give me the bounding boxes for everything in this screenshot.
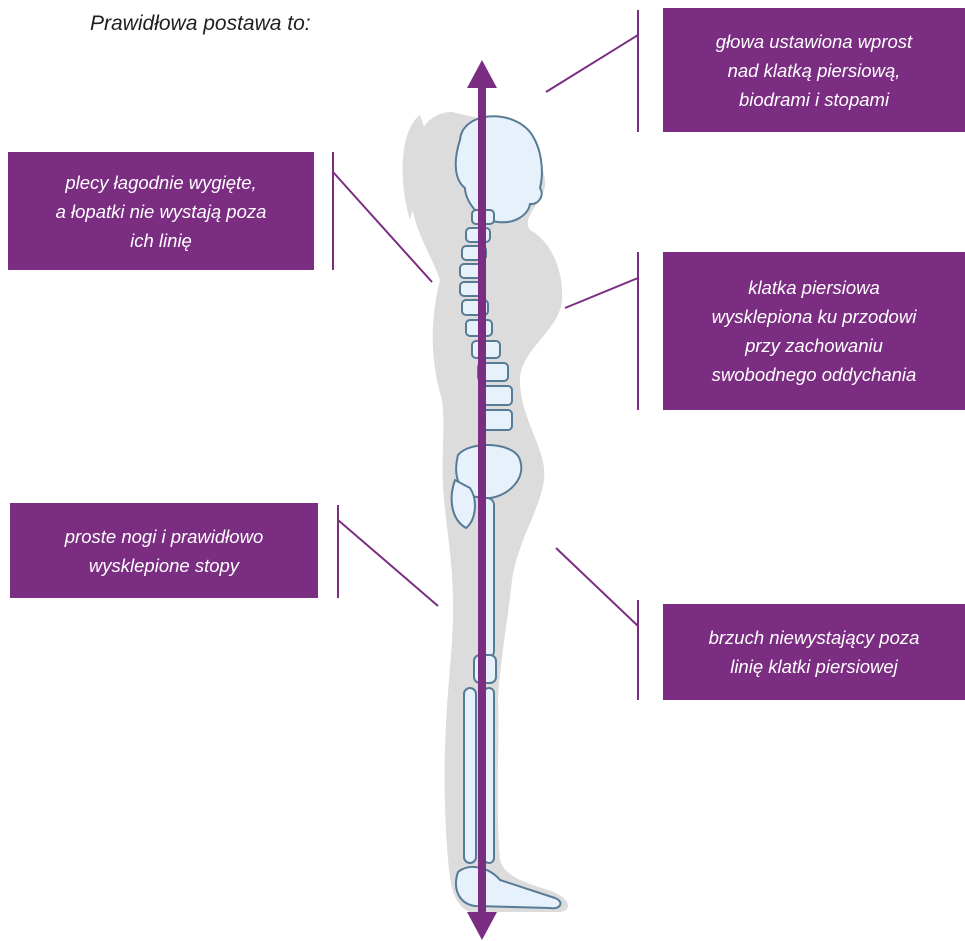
label-head-line: nad klatką piersiową, [671,56,957,85]
label-back-line: plecy łagodnie wygięte, [16,168,306,197]
leader-line-chest [565,278,638,308]
spine-segment [482,386,512,405]
label-chest: klatka piersiowa wysklepiona ku przodowi… [663,252,965,410]
label-belly-line: brzuch niewystający poza [671,623,957,652]
label-legs-line: proste nogi i prawidłowo [18,522,310,551]
label-belly-line: linię klatki piersiowej [671,652,957,681]
label-chest-line: wysklepiona ku przodowi [671,302,957,331]
label-chest-line: swobodnego oddychania [671,360,957,389]
label-chest-line: klatka piersiowa [671,273,957,302]
label-head-line: głowa ustawiona wprost [671,27,957,56]
leader-line-legs [338,520,438,606]
leader-line-head [546,35,638,92]
label-legs: proste nogi i prawidłowo wysklepione sto… [10,503,318,598]
tibia [464,688,476,863]
label-head: głowa ustawiona wprost nad klatką piersi… [663,8,965,132]
leader-line-belly [556,548,638,626]
label-chest-line: przy zachowaniu [671,331,957,360]
label-belly: brzuch niewystający poza linię klatki pi… [663,604,965,700]
label-back: plecy łagodnie wygięte, a łopatki nie wy… [8,152,314,270]
page-title: Prawidłowa postawa to: [90,12,311,36]
spine-segment [482,410,512,430]
label-legs-line: wysklepione stopy [18,551,310,580]
label-head-line: biodrami i stopami [671,85,957,114]
label-back-line: a łopatki nie wystają poza [16,197,306,226]
label-back-line: ich linię [16,226,306,255]
